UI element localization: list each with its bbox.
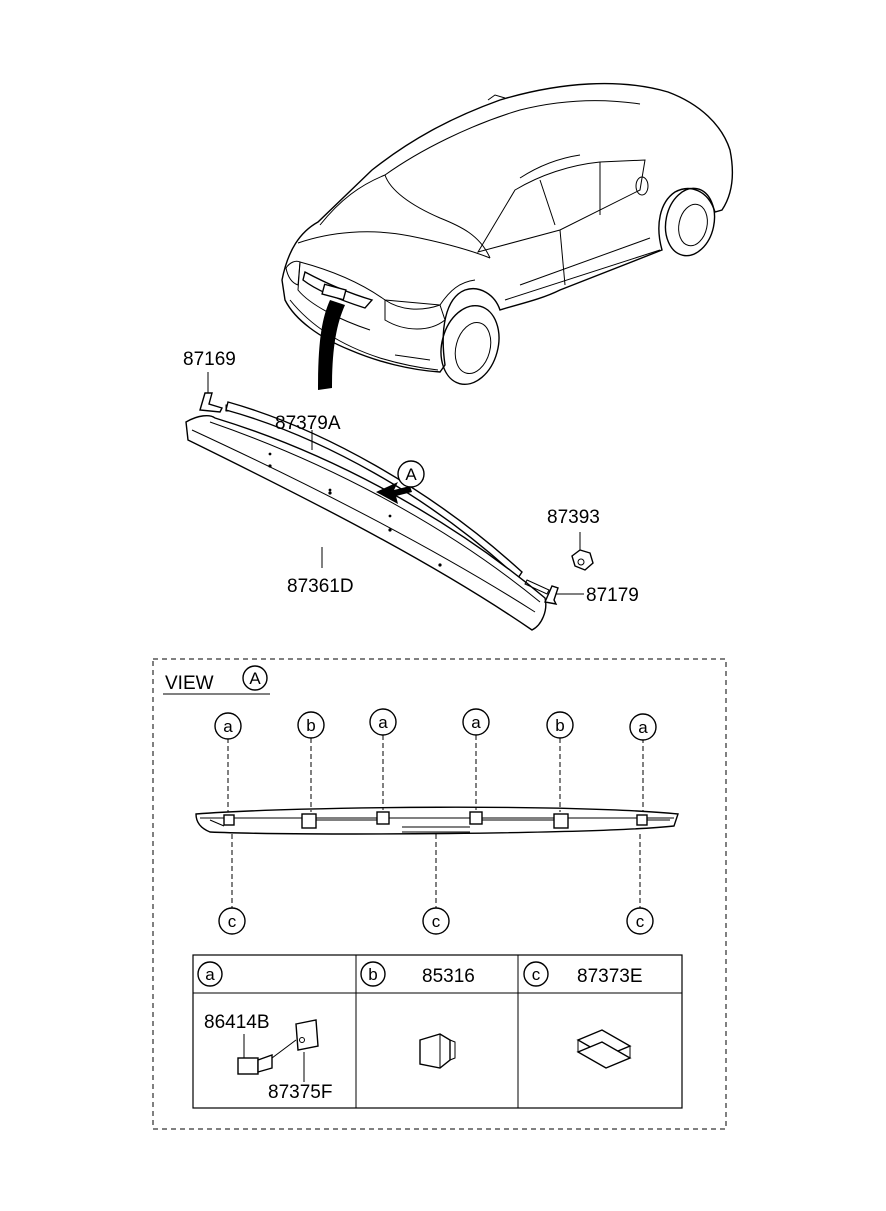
label-87169: 87169 (183, 349, 236, 370)
svg-text:a: a (378, 713, 388, 732)
svg-text:b: b (306, 716, 315, 735)
svg-text:c: c (228, 912, 237, 931)
svg-text:a: a (638, 718, 648, 737)
legend-c-circle (523, 961, 549, 987)
legend-a-circle (197, 961, 223, 987)
marker-top-3: a (369, 708, 397, 736)
marker-bottom-2: c (422, 907, 450, 935)
callout-a-circle (397, 460, 425, 488)
marker-top-6: a (629, 713, 657, 741)
legend-b-letter: b (368, 965, 377, 984)
view-letter-circle (242, 665, 268, 691)
legend-b-code: 85316 (422, 966, 475, 987)
marker-top-1: a (214, 712, 242, 740)
svg-text:c: c (432, 912, 441, 931)
plate-87375F (295, 1019, 319, 1051)
callout-a-letter: A (405, 465, 417, 484)
svg-text:c: c (636, 912, 645, 931)
garnish-view (195, 806, 679, 835)
marker-bottom-1: c (218, 907, 246, 935)
label-87179: 87179 (586, 585, 639, 606)
view-title: VIEW (165, 673, 214, 694)
legend-a-part-1: 86414B (204, 1012, 270, 1033)
legend-b-circle (360, 961, 386, 987)
legend-a-letter: a (205, 965, 215, 984)
bracket-87169 (199, 392, 223, 413)
marker-top-5: b (546, 711, 574, 739)
garnish-87361D (185, 414, 547, 631)
marker-top-2: b (297, 711, 325, 739)
legend-c-letter: c (532, 965, 541, 984)
legend-a-part-2: 87375F (268, 1082, 332, 1103)
svg-text:a: a (223, 717, 233, 736)
view-arrow (376, 482, 412, 504)
exploded-parts: A 87169 87379A 87393 87361D 87179 (183, 349, 639, 631)
view-a-panel: VIEW A a (152, 658, 727, 1130)
view-letter: A (249, 669, 261, 688)
marker-top-4: a (462, 708, 490, 736)
label-87361D: 87361D (287, 576, 354, 597)
clip-86414B (237, 1057, 259, 1075)
label-87393: 87393 (547, 507, 600, 528)
legend-c-code: 87373E (577, 966, 643, 987)
svg-text:b: b (555, 716, 564, 735)
clip-85316 (419, 1033, 451, 1069)
legend-table: a b 85316 c 87373E 86414B 87375F (192, 954, 683, 1109)
marker-bottom-3: c (626, 907, 654, 935)
svg-text:a: a (471, 713, 481, 732)
label-87379A: 87379A (275, 413, 341, 434)
car-illustration (281, 82, 734, 390)
